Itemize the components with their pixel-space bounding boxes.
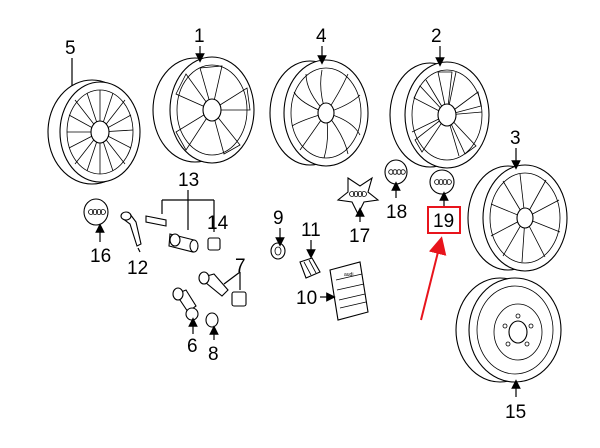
- leader-12: [137, 247, 141, 253]
- callout-15: 15: [505, 402, 526, 423]
- callout-8: 8: [208, 344, 219, 365]
- callout-10: 10: [296, 288, 317, 309]
- clip-11: [299, 257, 321, 279]
- callout-11: 11: [301, 220, 321, 241]
- center-cap-19: [429, 169, 455, 195]
- callout-7: 7: [235, 256, 246, 277]
- callout-18: 18: [386, 202, 407, 223]
- callout-6: 6: [187, 336, 198, 357]
- highlight-arrow: [420, 236, 447, 321]
- callout-9: 9: [273, 208, 284, 229]
- lug-bolt-6: [172, 287, 199, 321]
- wheel-4: [269, 59, 369, 167]
- callout-5: 5: [65, 38, 76, 59]
- leader-7: [223, 271, 241, 290]
- callout-12: 12: [127, 258, 148, 279]
- center-cap-16: [83, 198, 109, 226]
- spare-wheel-15: [455, 277, 562, 383]
- wheel-1: [152, 56, 255, 164]
- wheel-3: [467, 164, 568, 272]
- callout-19: 19: [433, 211, 454, 232]
- callout-4: 4: [316, 26, 327, 47]
- lug-kit-logo: audi: [344, 272, 353, 278]
- callout-13: 13: [178, 170, 199, 191]
- part-9: [270, 242, 286, 260]
- highlight-box: [427, 206, 461, 234]
- wheel-2: [389, 61, 490, 169]
- callout-2: 2: [431, 26, 442, 47]
- tpms-sensor-13: [145, 215, 199, 253]
- valve-stem-12: [120, 211, 142, 247]
- wheel-5: [47, 79, 141, 185]
- lug-bolt-7: [198, 271, 247, 307]
- lug-kit-10: audi: [329, 261, 369, 321]
- part-8: [205, 312, 219, 328]
- callout-1: 1: [194, 26, 205, 47]
- nut-14: [207, 237, 221, 251]
- leader-13: [161, 190, 215, 232]
- callout-14: 14: [207, 213, 229, 234]
- center-cap-18: [384, 159, 408, 185]
- callout-17: 17: [349, 226, 370, 247]
- center-cap-17: [336, 176, 380, 216]
- callout-3: 3: [510, 128, 521, 149]
- callout-16: 16: [90, 246, 111, 267]
